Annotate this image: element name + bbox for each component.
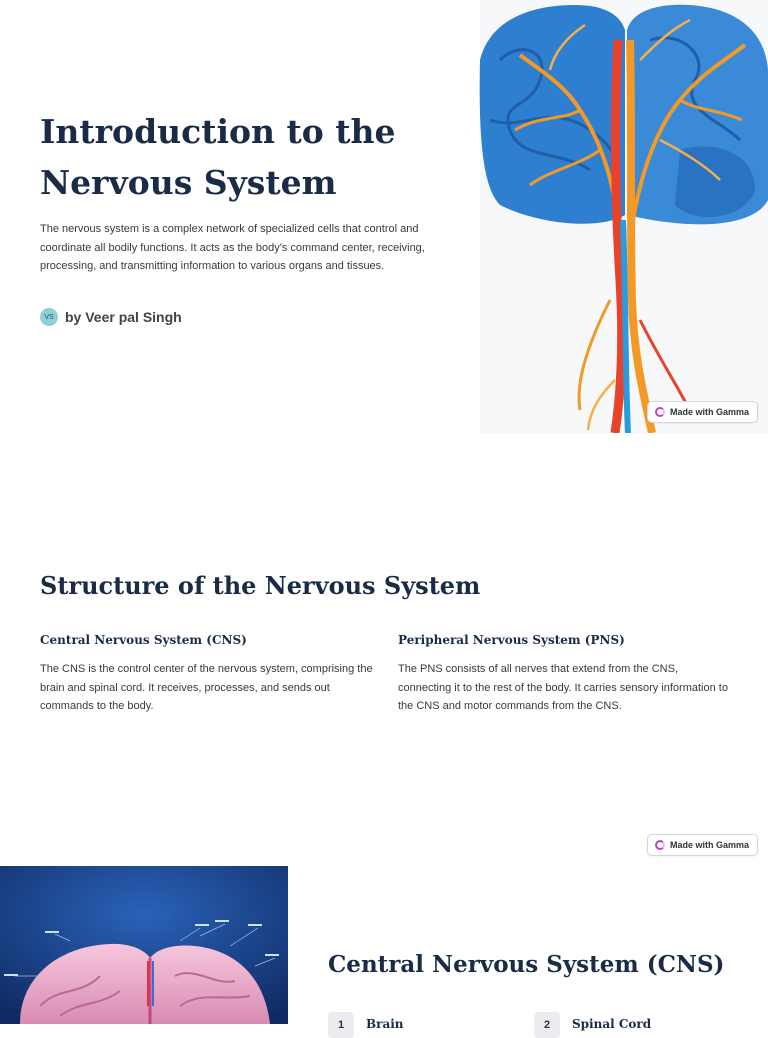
made-with-gamma-badge[interactable]: Made with Gamma — [647, 834, 759, 856]
pns-body: The PNS consists of all nerves that exte… — [398, 663, 728, 713]
author-avatar: VS — [40, 308, 58, 326]
brain-nerves-icon — [479, 4, 768, 434]
item-number: 2 — [534, 1012, 560, 1038]
made-with-gamma-badge[interactable]: Made with Gamma — [647, 401, 759, 423]
item-label: Brain — [366, 1017, 404, 1031]
cns-item-brain: 1 Brain — [328, 1012, 404, 1038]
author-line: VS by Veer pal Singh — [40, 308, 182, 326]
author-name: by Veer pal Singh — [65, 309, 182, 325]
pns-heading: Peripheral Nervous System (PNS) — [398, 633, 625, 647]
brain-nerves-illustration — [479, 0, 768, 434]
labeled-brain-illustration — [0, 866, 288, 1024]
intro-description: The nervous system is a complex network … — [40, 223, 425, 273]
cns-column: Central Nervous System (CNS) The CNS is … — [40, 633, 375, 716]
slide-intro: Introduction to the Nervous System The n… — [0, 0, 768, 434]
intro-title: Introduction to the Nervous System — [40, 112, 396, 202]
gamma-logo-icon — [655, 407, 665, 417]
slide-cns: Central Nervous System (CNS) 1 Brain 2 S… — [0, 866, 768, 1038]
badge-label: Made with Gamma — [670, 407, 750, 417]
gamma-logo-icon — [655, 840, 665, 850]
structure-title: Structure of the Nervous System — [40, 571, 481, 600]
item-number: 1 — [328, 1012, 354, 1038]
pns-column: Peripheral Nervous System (PNS) The PNS … — [398, 633, 728, 716]
cns-body: The CNS is the control center of the ner… — [40, 663, 373, 713]
badge-label: Made with Gamma — [670, 840, 750, 850]
item-label: Spinal Cord — [572, 1017, 652, 1031]
labeled-brain-icon — [0, 866, 288, 1024]
cns-heading: Central Nervous System (CNS) — [40, 633, 247, 647]
slide-structure: Structure of the Nervous System Central … — [0, 433, 768, 866]
cns-title: Central Nervous System (CNS) — [328, 951, 725, 978]
cns-item-spinal-cord: 2 Spinal Cord — [534, 1012, 651, 1038]
